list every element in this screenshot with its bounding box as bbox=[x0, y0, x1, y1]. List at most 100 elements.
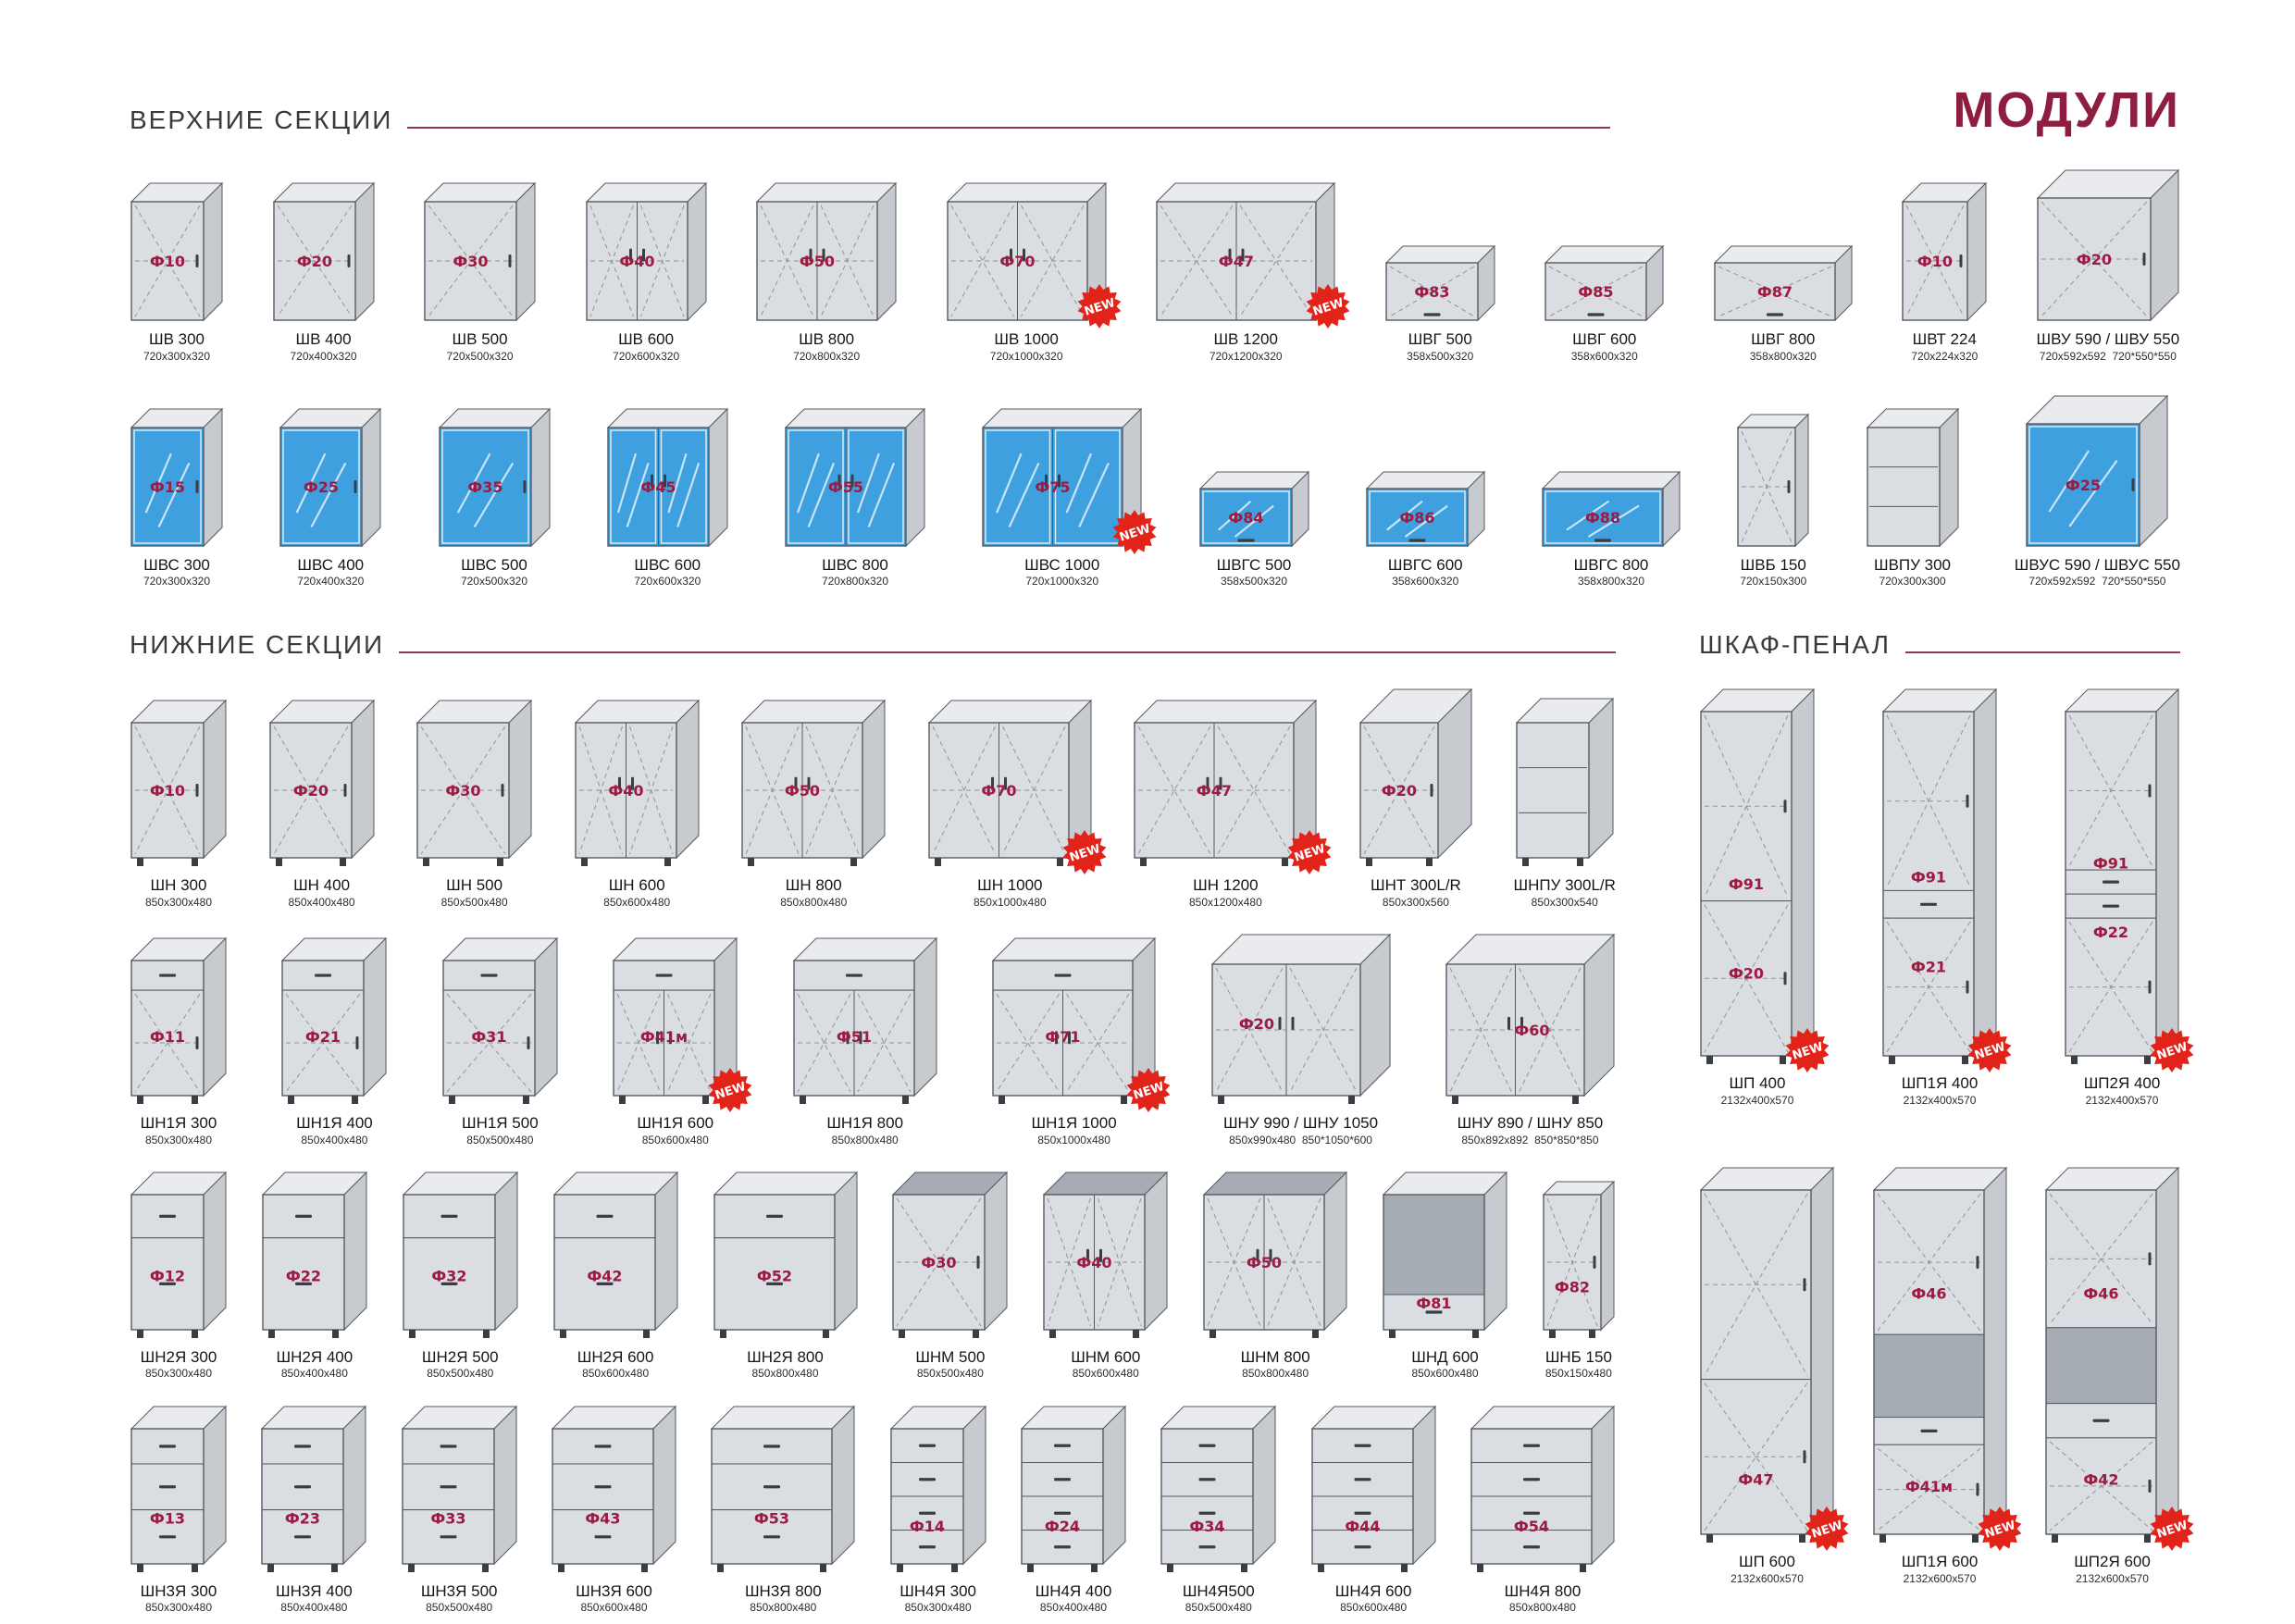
cabinet-svg: Ф20 bbox=[268, 700, 375, 867]
cabinet-top-face bbox=[982, 408, 1143, 428]
module-name: ШН1Я 800 bbox=[826, 1114, 904, 1133]
door-handle bbox=[1003, 777, 1007, 791]
cabinet-front-outline bbox=[130, 1427, 205, 1565]
drawer-handle bbox=[2103, 905, 2119, 909]
module-name: ШН3Я 500 bbox=[420, 1581, 498, 1600]
cabinet-side-face bbox=[1102, 1405, 1126, 1565]
cabinet-leg bbox=[1167, 1563, 1174, 1572]
module-code: Ф40 bbox=[608, 782, 643, 800]
cabinet-drawing bbox=[1515, 697, 1615, 868]
cabinet-front-outline bbox=[262, 1194, 345, 1331]
module-name: ШН 800 bbox=[785, 876, 842, 895]
cabinet-side-face bbox=[1483, 1171, 1507, 1332]
cabinet-front-outline bbox=[1359, 722, 1439, 860]
module-name: ШН1Я 400 bbox=[296, 1114, 373, 1133]
drawer-handle bbox=[1522, 1544, 1540, 1549]
cabinet-svg: Ф14 bbox=[889, 1405, 986, 1572]
module-dims: 720х300х300 bbox=[1879, 575, 1946, 589]
new-badge: NEW bbox=[1125, 1067, 1172, 1113]
module-dims: 850х500х480 bbox=[440, 896, 508, 910]
cabinet-front-outline bbox=[1383, 1194, 1485, 1331]
module-dims: 850х800х480 bbox=[751, 1367, 819, 1381]
cabinet-front-section bbox=[1867, 427, 1940, 547]
door-handle bbox=[1430, 784, 1433, 798]
cabinet-top-face bbox=[784, 408, 926, 428]
cabinet-top-face bbox=[1210, 934, 1391, 965]
cabinet-drawing: Ф30 bbox=[416, 699, 533, 868]
cabinet-front-outline bbox=[1700, 711, 1793, 1058]
cabinet-leg bbox=[950, 1563, 958, 1572]
cabinet-drawing: Ф20 bbox=[2036, 168, 2180, 322]
module-name: ШН 500 bbox=[446, 876, 503, 895]
cabinet-front-section bbox=[439, 427, 531, 547]
drawer-handle bbox=[918, 1544, 936, 1549]
cabinet-front-outline bbox=[1385, 262, 1479, 321]
cabinet-leg bbox=[559, 1329, 566, 1338]
new-badge: NEW bbox=[1111, 509, 1158, 555]
cabinet-drawing: Ф42 bbox=[552, 1171, 679, 1340]
module-name: ШВГС 600 bbox=[1387, 555, 1463, 574]
cabinet-drawing: Ф32 bbox=[402, 1171, 519, 1340]
module-dims: 720х150х300 bbox=[1740, 575, 1807, 589]
module-code: Ф22 bbox=[2093, 924, 2128, 942]
module-code: Ф83 bbox=[1414, 283, 1449, 301]
cabinet-top-face bbox=[1699, 1167, 1835, 1191]
drawer-handle bbox=[1408, 539, 1426, 542]
cabinet-drawing bbox=[1866, 407, 1960, 548]
cabinet-svg: Ф86 bbox=[1365, 470, 1485, 547]
cabinet-side-face bbox=[862, 700, 886, 860]
module-code: Ф20 bbox=[1382, 782, 1417, 800]
module-name: ШН 1000 bbox=[977, 876, 1043, 895]
drawer-handle bbox=[918, 1511, 936, 1515]
cabinet-svg: Ф50 bbox=[1202, 1171, 1348, 1338]
module-dims: 2132х400х570 bbox=[1720, 1094, 1794, 1108]
cabinet-svg: Ф11 bbox=[130, 936, 228, 1105]
door-handle bbox=[1976, 1256, 1979, 1270]
door-handle bbox=[976, 1255, 980, 1269]
module-code: Ф81 bbox=[1416, 1295, 1451, 1312]
module-name: ШН 300 bbox=[150, 876, 207, 895]
cabinet-front-outline bbox=[946, 201, 1088, 321]
new-badge: NEW bbox=[1305, 283, 1351, 329]
cabinet-side-face bbox=[363, 936, 387, 1097]
cabinet-leg bbox=[1588, 1329, 1595, 1338]
new-badge-icon: NEW bbox=[2150, 1506, 2194, 1552]
module-dims: 720х1000х320 bbox=[989, 349, 1063, 363]
cabinet-svg: Ф24 bbox=[1020, 1405, 1127, 1572]
door-handle bbox=[837, 474, 841, 488]
cabinet-drawing: Ф25 bbox=[2025, 394, 2169, 548]
cabinet-svg: Ф83 bbox=[1384, 244, 1495, 322]
module-name: ШВ 500 bbox=[452, 330, 508, 348]
drawer-handle bbox=[294, 1484, 312, 1489]
door-handle bbox=[1783, 800, 1787, 813]
cabinet-side-face bbox=[962, 1405, 986, 1565]
module-dims: 850х400х480 bbox=[301, 1133, 368, 1147]
drawer-handle bbox=[1198, 1477, 1216, 1481]
module-dims: 850х600х480 bbox=[1340, 1601, 1408, 1615]
cabinet-leg bbox=[896, 1563, 903, 1572]
cabinet-svg: Ф35 bbox=[438, 407, 551, 547]
cabinet-leg bbox=[331, 1329, 339, 1338]
cabinet-side-face bbox=[652, 1405, 676, 1565]
cabinet-leg bbox=[934, 858, 941, 867]
module-code: Ф30 bbox=[446, 782, 481, 800]
module-name: ШВС 1000 bbox=[1024, 555, 1100, 574]
cabinet-svg: Ф22 bbox=[261, 1171, 368, 1338]
